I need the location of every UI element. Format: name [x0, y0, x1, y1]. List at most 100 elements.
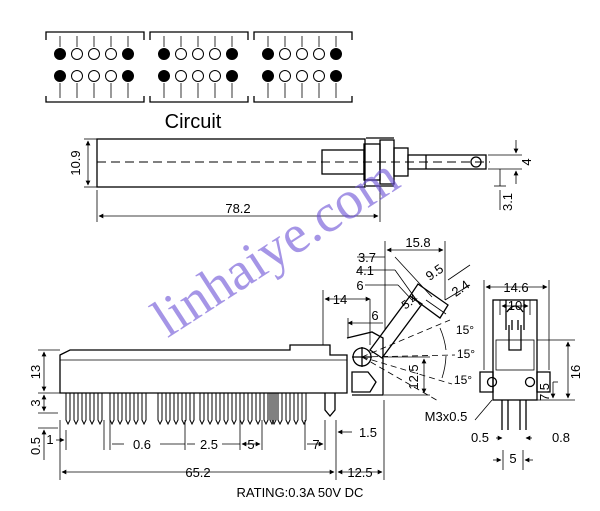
terminal-pin — [301, 393, 307, 426]
circuit-block — [253, 31, 353, 103]
terminal-pin — [157, 393, 163, 426]
dim-65-2: 65.2 — [185, 465, 210, 480]
end-view — [474, 280, 575, 470]
dim-6-upper: 6 — [356, 278, 363, 293]
dim-5-side: 5 — [247, 437, 254, 452]
contact-open — [313, 70, 325, 82]
shaft-hole — [470, 156, 482, 168]
dim-12-5-vertical: 12.5 — [406, 364, 421, 389]
dim-13: 13 — [28, 365, 43, 379]
terminal-pin — [81, 393, 87, 426]
dim-78-2: 78.2 — [225, 201, 250, 216]
dim-3-7: 3.7 — [358, 250, 376, 265]
dim-1: 1 — [46, 432, 53, 447]
dim-4: 4 — [519, 158, 534, 165]
terminal-pin — [117, 393, 123, 426]
dim-7: 7 — [312, 437, 319, 452]
side-view — [38, 241, 471, 480]
terminal-pin — [239, 393, 245, 426]
dim-0-6: 0.6 — [133, 437, 151, 452]
terminal-pin — [199, 393, 205, 426]
terminal-pin — [255, 393, 261, 426]
terminal-pin — [293, 393, 299, 426]
terminal-pin — [125, 393, 131, 426]
circuit-block — [149, 31, 249, 103]
contact-open — [279, 70, 291, 82]
contact-filled — [54, 70, 66, 82]
contact-filled — [262, 70, 274, 82]
dim-6-lower: 6 — [371, 308, 378, 323]
contact-open — [296, 48, 308, 60]
contact-open — [209, 48, 221, 60]
dim-15-8: 15.8 — [405, 235, 430, 250]
dim-3-1: 3.1 — [500, 193, 515, 211]
contact-open — [71, 48, 83, 60]
contact-open — [192, 48, 204, 60]
contact-filled — [330, 70, 342, 82]
switch-body-top — [96, 138, 366, 188]
terminal-pin — [285, 393, 291, 426]
terminal-pin — [189, 393, 195, 426]
contact-open — [296, 70, 308, 82]
terminal-pin — [141, 393, 147, 426]
dim-10: 10 — [508, 298, 522, 313]
end-housing — [492, 299, 538, 401]
contact-filled — [330, 48, 342, 60]
contact-open — [88, 70, 100, 82]
dim-0-8: 0.8 — [552, 430, 570, 445]
dim-16: 16 — [568, 365, 583, 379]
contact-open — [88, 48, 100, 60]
contact-open — [71, 70, 83, 82]
dim-3: 3 — [28, 399, 43, 406]
dim-12-5-bottom: 12.5 — [347, 465, 372, 480]
dim-10-9: 10.9 — [68, 150, 83, 175]
angle-label-2: 15° — [457, 347, 475, 361]
terminal-pin — [133, 393, 139, 426]
circuit-label: Circuit — [165, 111, 222, 133]
contact-filled — [122, 48, 134, 60]
dim-14-6: 14.6 — [503, 280, 528, 295]
terminal-pin — [277, 393, 283, 426]
contact-open — [209, 70, 221, 82]
terminal-pin — [65, 393, 71, 426]
switch-body-side — [59, 344, 348, 394]
terminal-pin — [263, 393, 269, 426]
circuit-diagram — [45, 31, 353, 103]
terminal-pin — [73, 393, 79, 426]
contact-open — [175, 48, 187, 60]
circuit-block — [45, 31, 145, 103]
dim-14: 14 — [333, 292, 347, 307]
terminal-pin — [247, 393, 253, 426]
angle-label-3: 15° — [454, 373, 472, 387]
contact-filled — [262, 48, 274, 60]
dim-2-4: 2.4 — [449, 277, 472, 300]
watermark: linhaiye.com — [141, 145, 409, 348]
terminal-pin — [173, 393, 179, 426]
contact-filled — [54, 48, 66, 60]
terminal-pin — [231, 393, 237, 426]
contact-open — [105, 48, 117, 60]
lever-knob — [409, 283, 449, 319]
contact-filled — [122, 70, 134, 82]
terminal-pin — [271, 393, 277, 426]
dim-2-5: 2.5 — [200, 437, 218, 452]
terminal-pin — [207, 393, 213, 426]
contact-filled — [226, 70, 238, 82]
contact-open — [175, 70, 187, 82]
angle-label-1: 15° — [456, 323, 474, 337]
dim-0-5-end: 0.5 — [471, 430, 489, 445]
top-view — [84, 137, 522, 222]
dim-9-5: 9.5 — [423, 261, 446, 284]
terminal-pins — [65, 393, 307, 426]
contact-open — [105, 70, 117, 82]
dim-7-5: 7.5 — [537, 383, 552, 401]
contact-open — [192, 70, 204, 82]
terminal-pin — [215, 393, 221, 426]
lever-housing — [346, 331, 384, 396]
terminal-pin — [181, 393, 187, 426]
dim-0-5-side: 0.5 — [28, 437, 43, 455]
screw-spec: M3x0.5 — [425, 409, 468, 424]
terminal-pin — [109, 393, 115, 426]
